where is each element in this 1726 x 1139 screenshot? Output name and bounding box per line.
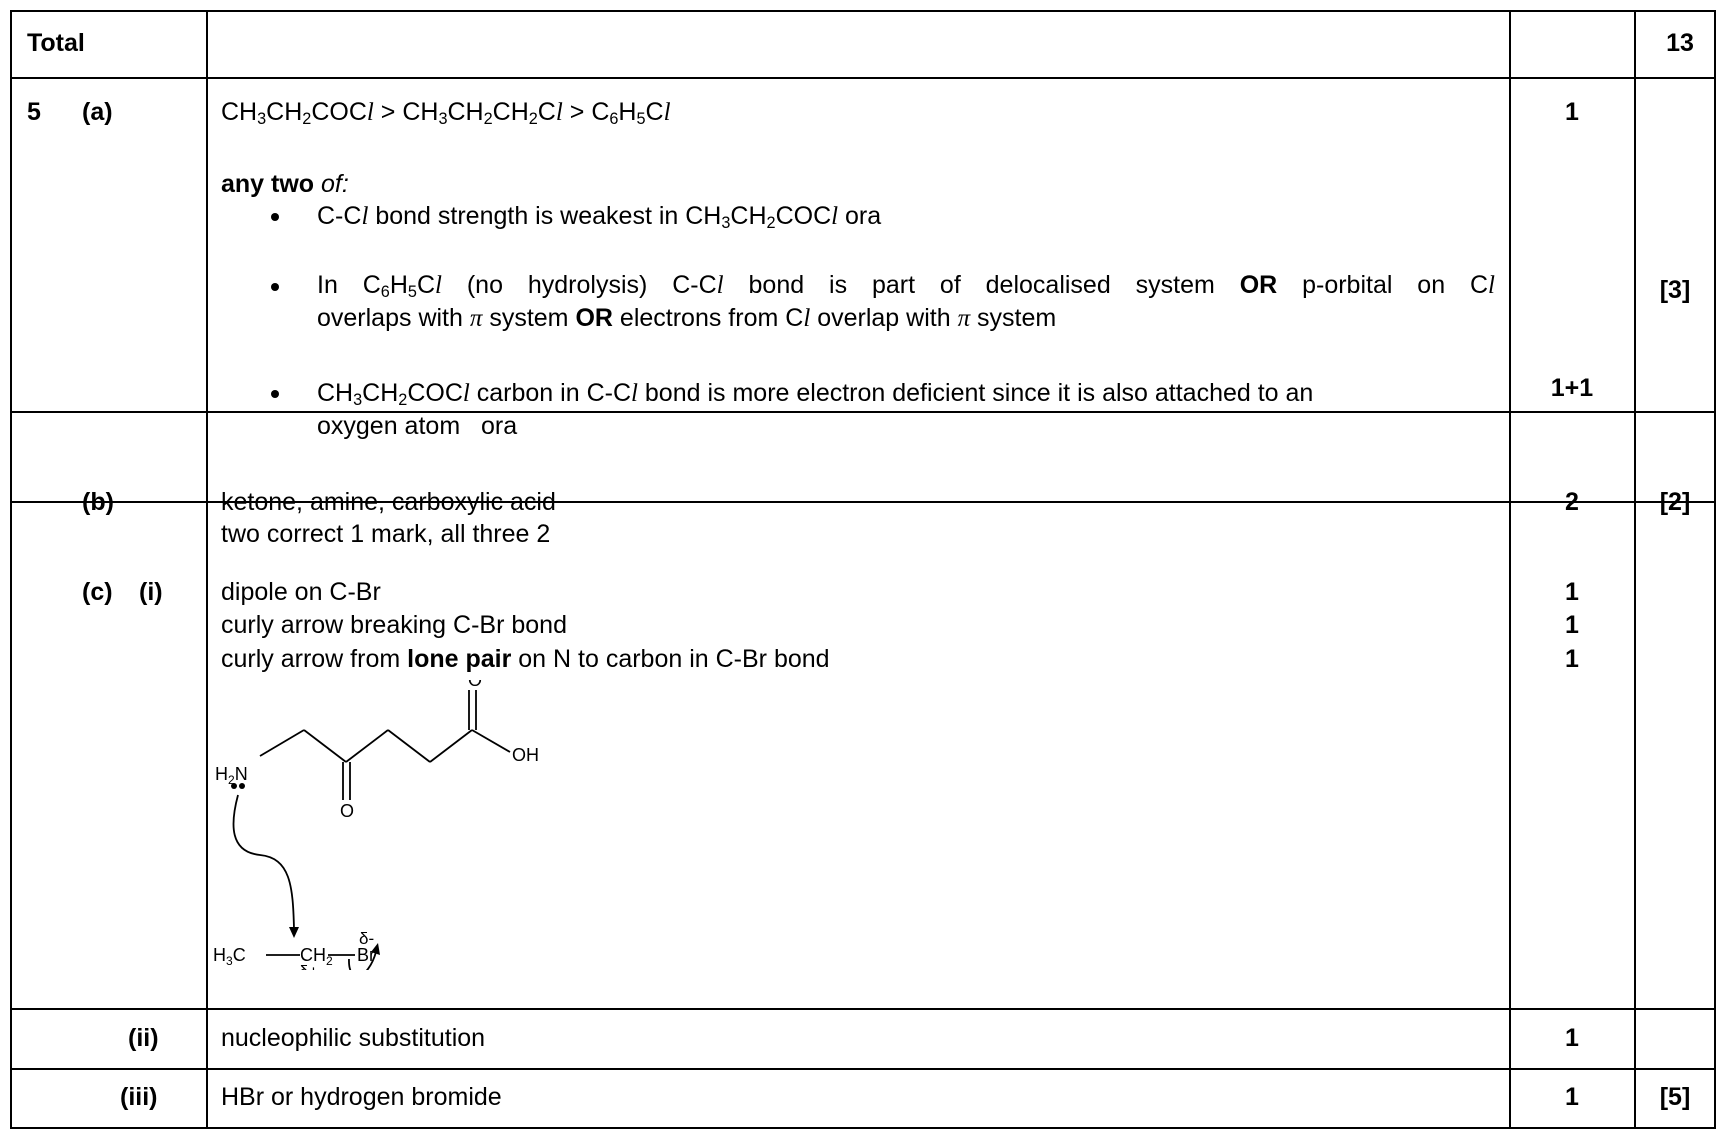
part-a-total: [3] [1659, 276, 1691, 304]
part-b-total: [2] [1659, 488, 1691, 516]
part-b-mark: 2 [1565, 488, 1579, 516]
functional-groups-answer: ketone, amine, carboxylic acid [221, 488, 556, 516]
bullet-bond-strength: C-Cl bond strength is weakest in CH3CH2C… [317, 202, 882, 233]
by-product-mark: 1 [1565, 1083, 1579, 1111]
reactivity-order-answer: CH3CH2COCl > CH3CH2CH2Cl > C6H5Cl [221, 98, 671, 129]
acid-carbonyl-oxygen-label: O [468, 680, 482, 690]
bullet-electron-deficient-line2: oxygen atom ora [317, 412, 518, 440]
row-divider [10, 1008, 1716, 1010]
by-product-answer: HBr or hydrogen bromide [221, 1083, 502, 1111]
part-label-b: (b) [82, 488, 114, 516]
column-divider [206, 10, 208, 1129]
delta-minus-label: δ- [359, 929, 374, 948]
amine-label: H2N [215, 764, 248, 787]
answer-mark: 1 [1565, 98, 1579, 126]
sub-part-label-i: (i) [139, 578, 163, 606]
delta-plus-label: δ+ [299, 962, 318, 970]
mechanism-mark: 1 [1565, 645, 1579, 673]
sub-part-label-iii: (iii) [120, 1083, 158, 1111]
bullet-dot [271, 283, 279, 291]
bullet-dot [271, 390, 279, 398]
bullet-electron-deficient-line1: CH3CH2COCl carbon in C-Cl bond is more e… [317, 379, 1314, 410]
bullet-marks: 1+1 [1550, 374, 1594, 402]
bullet-delocalised-line1: In C6H5Cl (no hydrolysis) C-Cl bond is p… [317, 271, 1495, 302]
mechanism-point-lone-pair: curly arrow from lone pair on N to carbo… [221, 645, 830, 673]
mechanism-mark: 1 [1565, 578, 1579, 606]
total-label: Total [27, 29, 85, 57]
mechanism-point-arrow-bond: curly arrow breaking C-Br bond [221, 611, 567, 639]
part-label-c: (c) [82, 578, 113, 606]
row-divider [10, 411, 1716, 413]
row-divider [10, 1068, 1716, 1070]
bullet-dot [271, 213, 279, 221]
mark-scheme-table: Total 13 5 (a) CH3CH2COCl > CH3CH2CH2Cl … [10, 10, 1716, 1129]
column-divider [1509, 10, 1511, 1129]
bullet-delocalised-line2: overlaps with π system OR electrons from… [317, 304, 1057, 332]
table-border-left [10, 10, 12, 1129]
table-border-top [10, 10, 1716, 12]
part-c-total: [5] [1659, 1083, 1691, 1111]
total-mark: 13 [1666, 29, 1694, 57]
row-divider [10, 77, 1716, 79]
table-border-bottom [10, 1127, 1716, 1129]
mechanism-point-dipole: dipole on C-Br [221, 578, 381, 606]
part-label-a: (a) [82, 98, 113, 126]
column-divider [1634, 10, 1636, 1129]
reaction-type-mark: 1 [1565, 1024, 1579, 1052]
mechanism-mark: 1 [1565, 611, 1579, 639]
hydroxyl-label: OH [512, 745, 539, 765]
functional-groups-guidance: two correct 1 mark, all three 2 [221, 520, 551, 548]
question-number: 5 [27, 98, 41, 126]
methyl-label: H3C [213, 945, 246, 968]
ketone-oxygen-label: O [340, 801, 354, 821]
bromine-label: Br [357, 945, 375, 965]
table-border-right [1714, 10, 1716, 1129]
methylene-label: CH2 [300, 945, 333, 968]
any-two-heading: any two of: [221, 170, 349, 198]
row-divider [10, 501, 1716, 503]
reaction-mechanism-diagram: O OH H2N O H3C CH2 Br δ- δ+ [213, 680, 539, 970]
sub-part-label-ii: (ii) [128, 1024, 159, 1052]
reaction-type-answer: nucleophilic substitution [221, 1024, 486, 1052]
